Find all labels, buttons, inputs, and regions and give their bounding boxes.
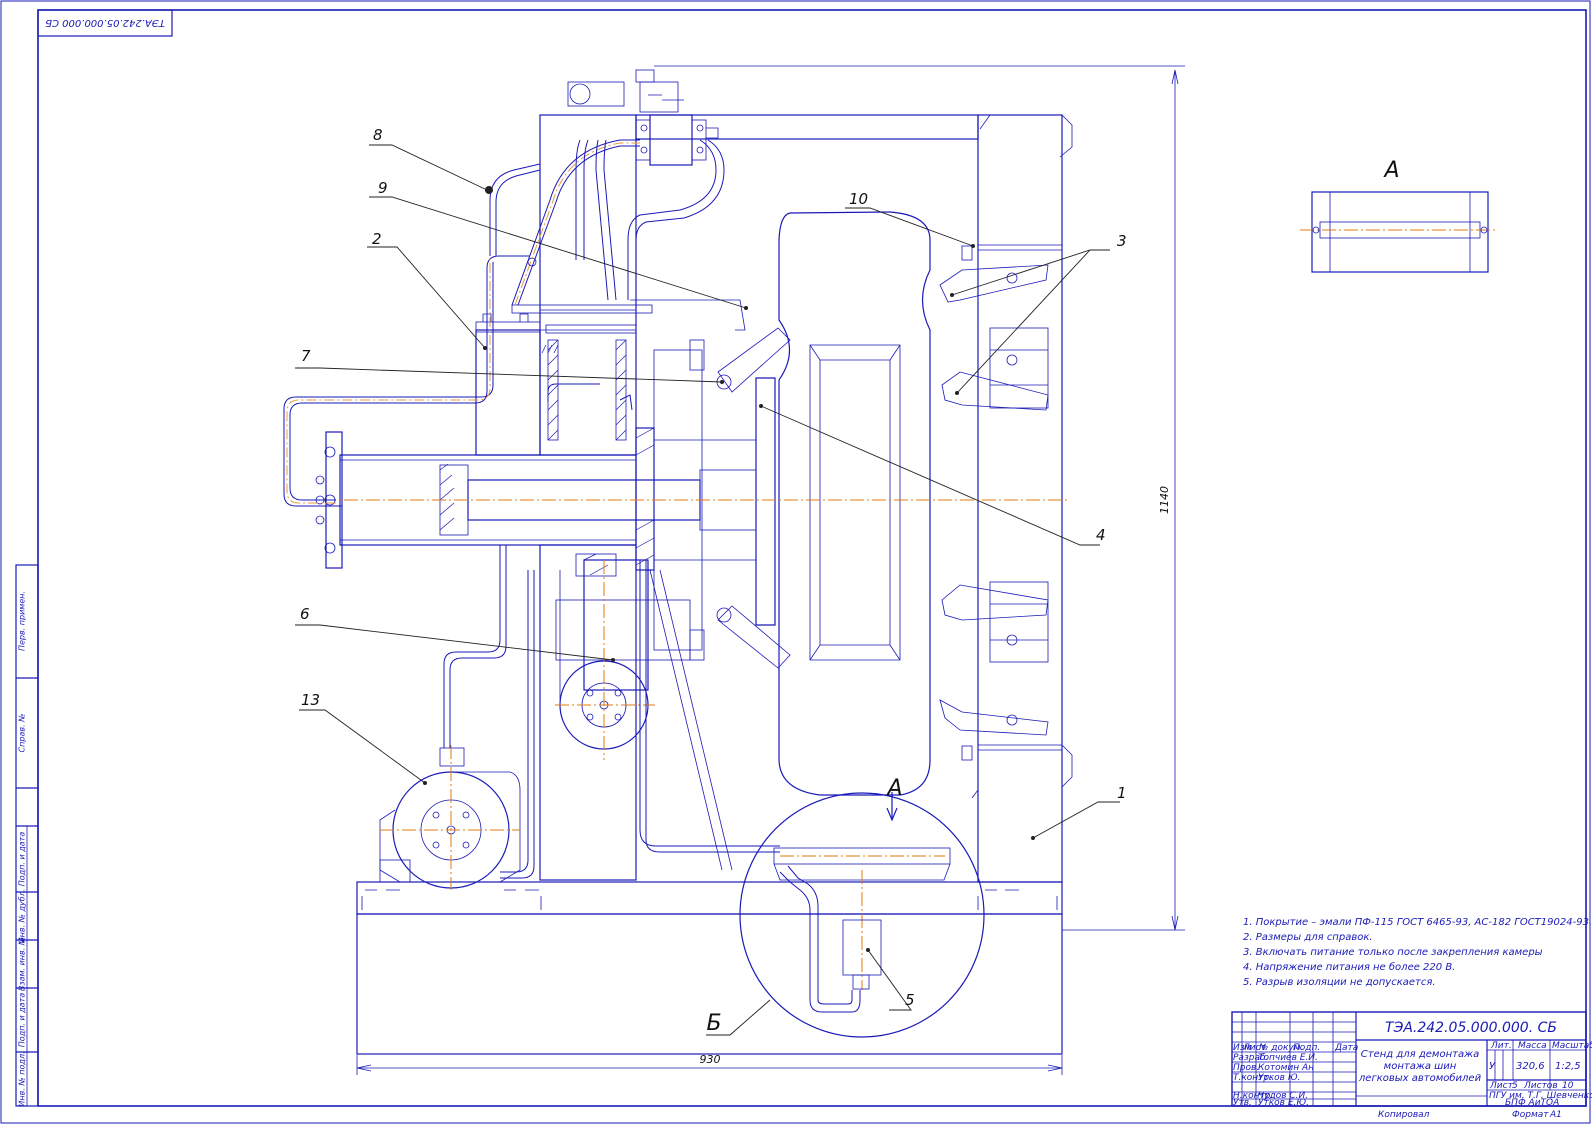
title-name-line-3: легковых автомобилей xyxy=(1358,1072,1482,1084)
base-frame xyxy=(356,881,1063,1055)
callout-8: 8 xyxy=(373,126,383,144)
dimension-width xyxy=(356,1055,1063,1075)
callout-6: 6 xyxy=(300,605,310,623)
callout-5: 5 xyxy=(905,991,915,1009)
right-frame-column xyxy=(971,114,1073,883)
lit-value: У xyxy=(1489,1061,1496,1072)
sheet-value: 5 xyxy=(1512,1081,1518,1091)
side-stamp-3: Инв. № дубл. xyxy=(18,889,27,944)
side-stamp-0: Перв. примен. xyxy=(18,591,27,651)
callout-10: 10 xyxy=(849,190,868,208)
org-line-1: ПГУ им. Т.Г. Шевченко xyxy=(1489,1091,1592,1101)
leader-lines xyxy=(295,144,1120,1036)
top-beam xyxy=(635,114,979,140)
callout-labels: 1 2 3 4 5 6 7 8 9 10 13 xyxy=(300,126,1127,1009)
central-column xyxy=(511,114,653,881)
sheets-value: 10 xyxy=(1562,1081,1574,1091)
side-stamp-4: Взам. инв. № xyxy=(18,937,27,991)
section-mark-a: А xyxy=(885,776,902,801)
tire xyxy=(778,211,931,796)
dimension-height xyxy=(1062,65,1185,931)
side-stamp-6: Инв. № подл. xyxy=(18,1051,27,1106)
top-valve-block xyxy=(567,65,1165,166)
detail-view-b xyxy=(739,792,985,1038)
note-5: 5. Разрыв изоляции не допускается. xyxy=(1243,977,1436,988)
dimension-height-text: 1140 xyxy=(1158,486,1171,514)
pedal-strut xyxy=(559,569,733,871)
scale-header: Масштаб xyxy=(1552,1041,1592,1051)
note-3: 3. Включать питание только после закрепл… xyxy=(1243,947,1543,958)
format-value: А1 xyxy=(1549,1110,1562,1120)
name-checker: Котомин Ан xyxy=(1258,1063,1314,1073)
bead-breaker-levers xyxy=(630,299,791,669)
title-designation: ТЭА.242.05.000.000. СБ xyxy=(1385,1020,1557,1036)
mass-header: Масса xyxy=(1518,1041,1547,1051)
col-header-izm: Изм xyxy=(1233,1043,1252,1053)
callout-7: 7 xyxy=(301,347,311,365)
reducer-assembly xyxy=(555,553,691,760)
sheet-label: Лист xyxy=(1489,1081,1514,1091)
mass-value: 320,6 xyxy=(1516,1061,1545,1072)
callout-4: 4 xyxy=(1096,526,1106,544)
role-approved: Утв. xyxy=(1233,1098,1252,1108)
note-1: 1. Покрытие – эмали ПФ-115 ГОСТ 6465-93,… xyxy=(1243,917,1592,928)
name-tcontrol: Утков Ю. xyxy=(1258,1073,1300,1083)
section-view-label: А xyxy=(1382,158,1399,183)
note-2: 2. Размеры для справок. xyxy=(1243,932,1373,943)
side-margin-stamp: Перв. примен. Справ. № Подп. и дата Инв.… xyxy=(15,564,39,1107)
name-approved: Утков Е.Ю. xyxy=(1258,1098,1309,1108)
wheel-disc xyxy=(699,377,776,626)
callout-2: 2 xyxy=(372,230,382,248)
copied-label: Копировал xyxy=(1378,1110,1430,1120)
callout-13: 13 xyxy=(301,691,320,709)
side-stamp-1: Справ. № xyxy=(18,714,27,753)
dimension-width-text: 930 xyxy=(700,1053,721,1066)
pneumatic-piping xyxy=(283,139,780,879)
sheets-label: Листов xyxy=(1523,1081,1558,1091)
valve-housing xyxy=(475,313,541,456)
col-header-doc: № докум. xyxy=(1258,1043,1303,1053)
name-developer: Топчиев Е.И. xyxy=(1258,1053,1318,1063)
org-line-2: БПФ АиТОА xyxy=(1505,1098,1559,1108)
col-header-list: Лист xyxy=(1242,1043,1267,1053)
title-name-line-2: монтажа шин xyxy=(1384,1061,1457,1072)
clamp-jaws xyxy=(939,245,1049,761)
title-block: ТЭА.242.05.000.000. СБ Стенд для демонта… xyxy=(1231,1011,1592,1120)
side-stamp-5: Подп. и дата xyxy=(18,993,27,1048)
side-stamp-2: Подп. и дата xyxy=(18,832,27,887)
detail-mark-b: Б xyxy=(706,1011,721,1036)
role-checker: Пров. xyxy=(1233,1063,1259,1073)
rotated-designation-text: ТЭА.242.05.000.000 СБ xyxy=(45,17,165,28)
role-tcontrol: Т.контр. xyxy=(1233,1073,1272,1083)
title-name-line-1: Стенд для демонтажа xyxy=(1361,1049,1479,1060)
col-header-date: Дата xyxy=(1334,1043,1358,1053)
role-developer: Разраб. xyxy=(1233,1053,1268,1063)
format-label: Формат xyxy=(1512,1110,1549,1120)
section-view-a xyxy=(1300,191,1495,273)
technical-notes: 1. Покрытие – эмали ПФ-115 ГОСТ 6465-93,… xyxy=(1243,917,1592,988)
callout-9: 9 xyxy=(378,179,388,197)
rotated-designation-stamp: ТЭА.242.05.000.000 СБ xyxy=(37,9,173,37)
note-4: 4. Напряжение питания не более 220 В. xyxy=(1243,961,1455,973)
col-header-sign: Подп. xyxy=(1293,1043,1320,1053)
scale-value: 1:2,5 xyxy=(1555,1061,1581,1072)
lit-header: Лит. xyxy=(1490,1041,1512,1051)
name-ncontrol: Чудов С.И. xyxy=(1258,1091,1308,1101)
callout-3: 3 xyxy=(1117,232,1127,250)
electric-motor xyxy=(379,745,521,890)
callout-1: 1 xyxy=(1117,784,1127,802)
role-ncontrol: Н.контр. xyxy=(1233,1091,1273,1101)
